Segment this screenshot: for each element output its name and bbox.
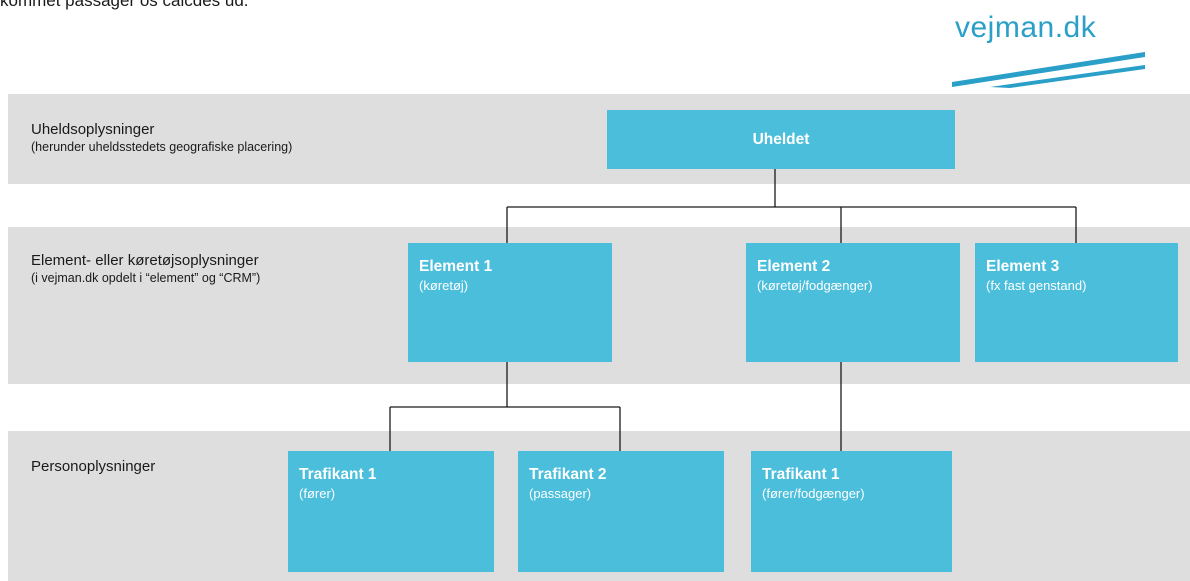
band-title: Uheldsoplysninger: [31, 121, 155, 138]
node-uheldet: Uheldet: [607, 110, 955, 169]
node-title: Uheldet: [752, 130, 810, 148]
node-subtitle: (fører): [299, 486, 336, 501]
band-subtitle: (herunder uheldsstedets geografiske plac…: [31, 140, 293, 154]
band-title: Personoplysninger: [31, 458, 156, 475]
node-title: Element 1: [419, 258, 493, 275]
node-subtitle: (køretøj): [419, 278, 469, 293]
node-title: Element 2: [757, 258, 831, 275]
node-title: Trafikant 2: [529, 466, 607, 483]
vejman-logo-text: vejman.dk: [955, 11, 1097, 44]
node-element-1: Element 1 (køretøj): [408, 243, 612, 362]
node-title: Trafikant 1: [762, 466, 840, 483]
cropped-intro-text: kommet passager os calcdes ud.: [0, 0, 249, 10]
band-subtitle: (i vejman.dk opdelt i “element” og “CRM”…: [31, 271, 261, 285]
band-title: Element- eller køretøjsoplysninger: [31, 252, 259, 269]
node-subtitle: (fx fast genstand): [986, 278, 1087, 293]
node-element-2: Element 2 (køretøj/fodgænger): [746, 243, 960, 362]
node-subtitle: (passager): [529, 486, 592, 501]
node-title: Trafikant 1: [299, 466, 377, 483]
vejman-logo-swoosh-icon: [952, 52, 1145, 88]
node-element-3: Element 3 (fx fast genstand): [975, 243, 1178, 362]
node-subtitle: (køretøj/fodgænger): [757, 278, 873, 293]
node-subtitle: (fører/fodgænger): [762, 486, 865, 501]
node-trafikant-2-passager: Trafikant 2 (passager): [518, 451, 724, 572]
node-trafikant-1-forer: Trafikant 1 (fører): [288, 451, 494, 572]
band-uheldsoplysninger: Uheldsoplysninger (herunder uheldsstedet…: [8, 94, 1190, 184]
node-trafikant-1-forer-fodganger: Trafikant 1 (fører/fodgænger): [751, 451, 952, 572]
node-title: Element 3: [986, 258, 1060, 275]
